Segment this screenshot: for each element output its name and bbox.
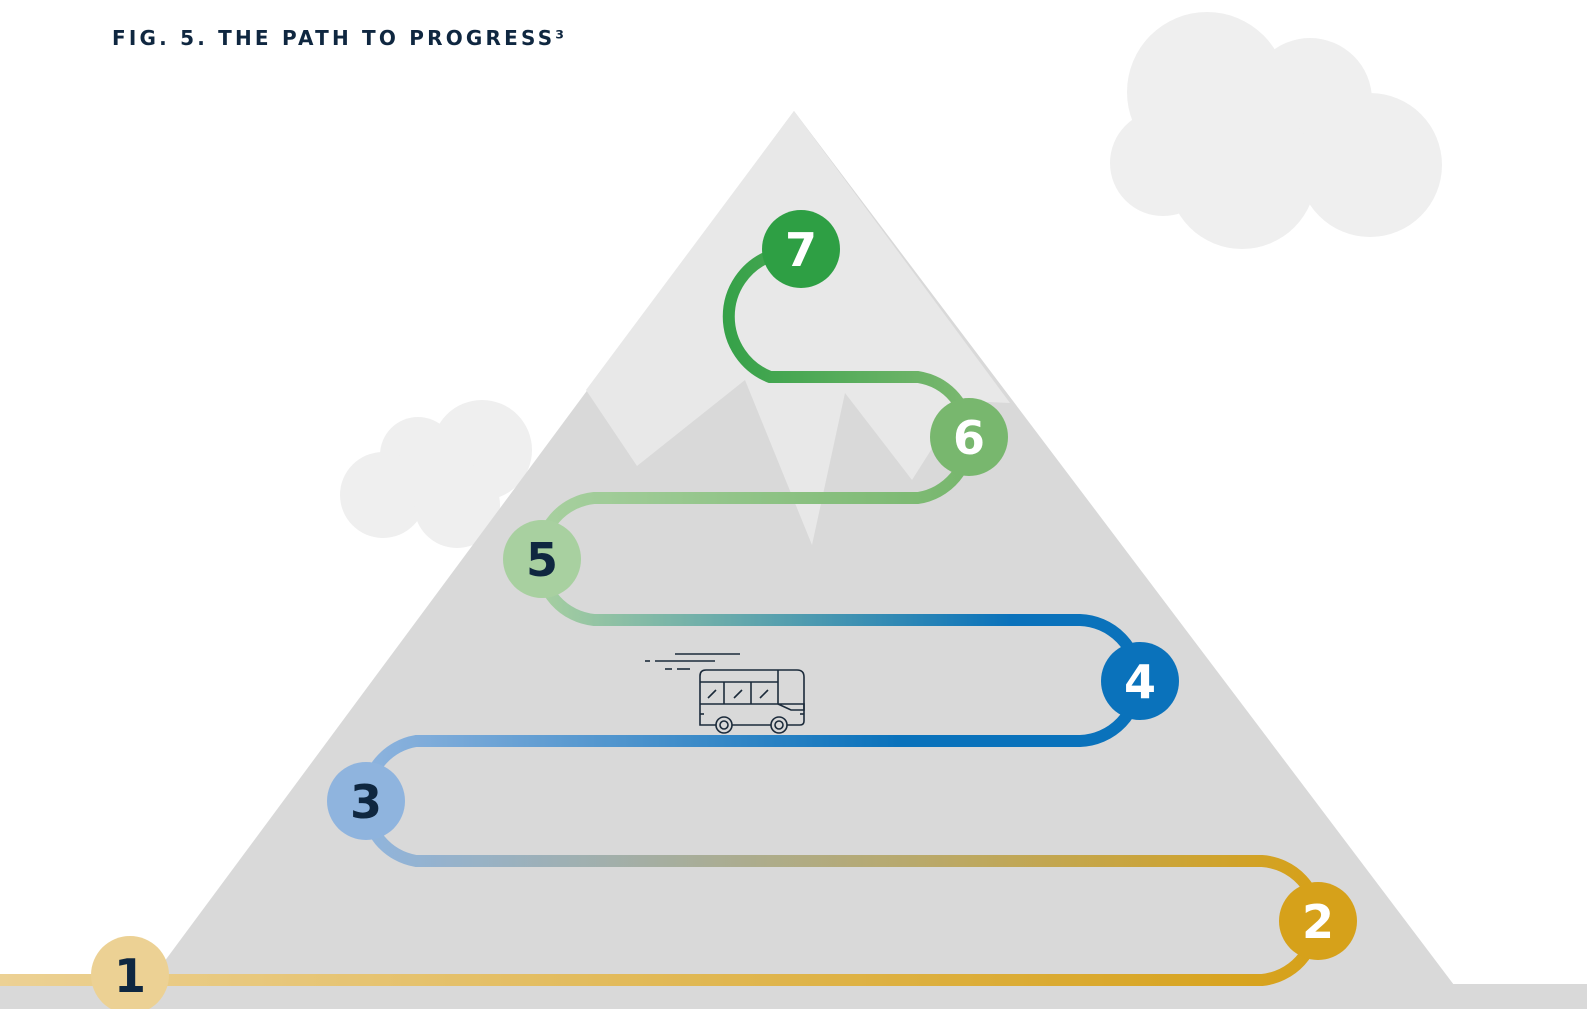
figure-title: FIG. 5. THE PATH TO PROGRESS³ [112, 26, 568, 50]
ground [0, 984, 1587, 1009]
step-3: 3 [327, 762, 405, 840]
step-5-label: 5 [526, 533, 558, 587]
step-6-label: 6 [953, 411, 985, 465]
step-1-label: 1 [114, 949, 146, 1003]
step-4-label: 4 [1124, 655, 1156, 709]
step-5: 5 [503, 520, 581, 598]
cloud-large-icon [1110, 12, 1442, 249]
step-nodes: 1 2 3 4 5 6 7 [91, 210, 1357, 1009]
cloud-small-icon [340, 400, 532, 548]
step-3-label: 3 [350, 775, 382, 829]
step-7: 7 [762, 210, 840, 288]
step-7-label: 7 [785, 223, 817, 277]
step-4: 4 [1101, 642, 1179, 720]
bus-icon [645, 653, 805, 734]
mountain [147, 111, 1454, 985]
step-6: 6 [930, 398, 1008, 476]
step-2: 2 [1279, 882, 1357, 960]
mountain-peak [586, 111, 1010, 545]
step-1: 1 [91, 936, 169, 1009]
step-2-label: 2 [1302, 895, 1334, 949]
